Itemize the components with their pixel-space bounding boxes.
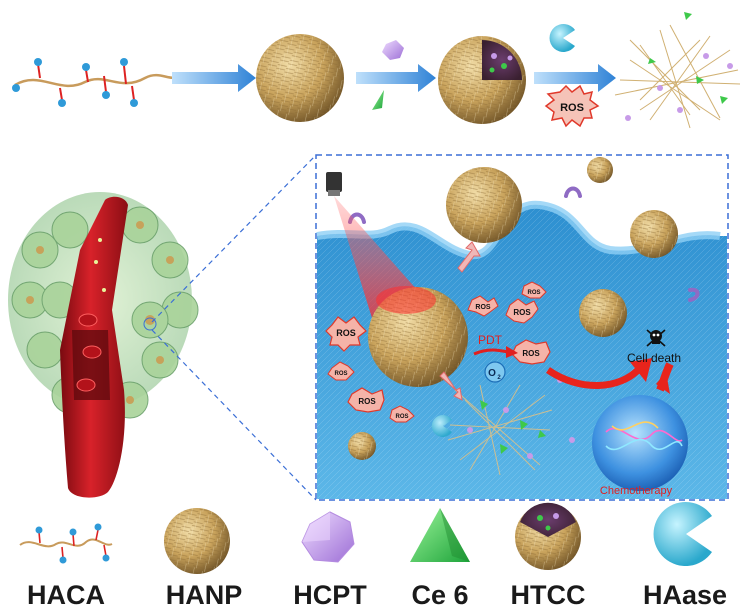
legend-haase-label: HAase xyxy=(642,580,728,610)
legend-htcc-label: HTCC xyxy=(510,580,586,610)
hanp-nanoparticle xyxy=(256,34,344,122)
laser-hotspot xyxy=(376,286,436,314)
ros-label-5: ROS xyxy=(334,371,347,377)
nucleus: Chemotherapy xyxy=(592,395,688,497)
ros-label-6: ROS xyxy=(358,397,376,406)
ros-label-1: ROS xyxy=(336,328,356,338)
blood-vessel xyxy=(60,196,128,498)
chemotherapy-label: Chemotherapy xyxy=(600,485,673,497)
process-arrow-3 xyxy=(534,64,616,92)
ros-label-4: ROS xyxy=(527,290,540,296)
ros-label-3: ROS xyxy=(513,308,531,317)
ros-burst-top: ROS xyxy=(544,84,600,128)
legend-hcpt-icon xyxy=(301,511,355,563)
ros-label-8: ROS xyxy=(522,349,540,358)
pdt-arrow: PDT xyxy=(473,333,518,358)
legend-hanp-icon xyxy=(164,508,230,574)
haase-enzyme-panel xyxy=(431,415,452,438)
skull-icon xyxy=(646,329,666,347)
degraded-nanoparticle-top xyxy=(614,12,741,129)
legend-ce6-icon xyxy=(410,508,470,562)
oxygen-label: O xyxy=(488,368,496,379)
cell-death-label: Cell death xyxy=(627,351,681,365)
cell-death-arrows xyxy=(546,358,674,394)
legend-htcc-icon xyxy=(515,502,581,570)
oxygen-molecule: O 2 xyxy=(484,361,506,383)
ros-bursts-panel: ROS ROS ROS ROS ROS ROS ROS ROS xyxy=(325,281,551,423)
ros-label-7: ROS xyxy=(395,414,408,420)
legend-haase-icon xyxy=(653,502,712,566)
zoom-panel-frame xyxy=(315,154,729,501)
zoom-connector-lines xyxy=(143,154,317,501)
diffusion-arrows xyxy=(439,241,481,401)
haase-enzyme-top xyxy=(549,24,575,53)
process-arrow-1 xyxy=(172,64,256,92)
process-arrow-2 xyxy=(356,64,436,92)
legend-hanp-label: HANP xyxy=(165,580,243,610)
legend-haca-icon xyxy=(19,523,113,564)
pdt-label: PDT xyxy=(478,333,503,347)
htcc-loaded-nanoparticle xyxy=(438,36,526,124)
hcpt-ce6-reagents xyxy=(372,40,404,110)
haca-polymer-chain xyxy=(12,58,179,107)
ros-label-top: ROS xyxy=(560,102,584,114)
oxygen-subscript: 2 xyxy=(497,375,501,381)
ros-label-2: ROS xyxy=(475,304,491,311)
legend-ce6-label: Ce 6 xyxy=(411,580,469,610)
legend-hcpt-label: HCPT xyxy=(293,580,367,610)
legend-haca-label: HACA xyxy=(27,580,105,610)
